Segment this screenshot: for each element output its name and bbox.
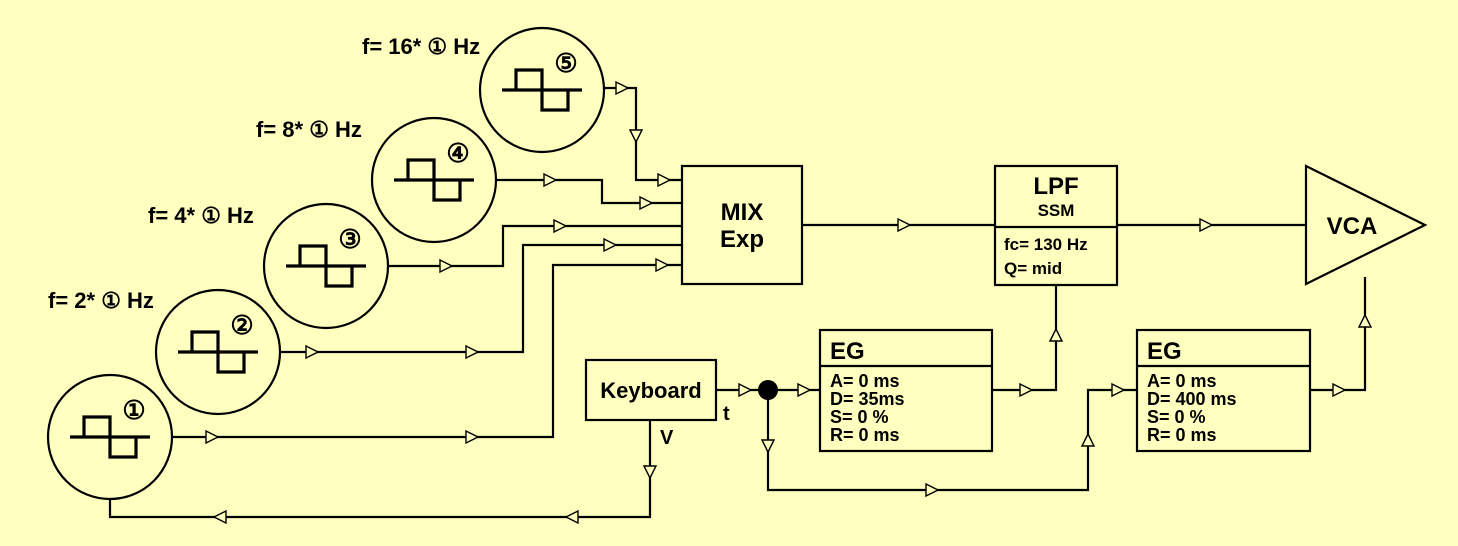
arrow-head bbox=[615, 80, 630, 96]
arrow-head bbox=[738, 382, 753, 398]
oscillator-5: ⑤ bbox=[478, 26, 606, 154]
arrow-head bbox=[205, 429, 220, 445]
arrow-head bbox=[897, 217, 912, 233]
arrow-head bbox=[439, 258, 454, 274]
arrow-head bbox=[628, 129, 644, 144]
arrow-head bbox=[925, 482, 940, 498]
oscillator-number: ③ bbox=[338, 224, 361, 254]
wire-junction-eg2 bbox=[766, 388, 1137, 492]
eg1-release: R= 0 ms bbox=[830, 425, 900, 445]
arrow-head bbox=[657, 172, 672, 188]
vca-block: VCA bbox=[1304, 164, 1428, 286]
arrow-head bbox=[603, 237, 618, 253]
envelope-generator-2: EG A= 0 ms D= 400 ms S= 0 % R= 0 ms bbox=[1135, 328, 1312, 453]
eg1-decay: D= 35ms bbox=[830, 389, 905, 409]
mixer-block: MIX Exp bbox=[680, 164, 804, 286]
filter-title: LPF bbox=[1033, 173, 1078, 200]
oscillator-3: ③ bbox=[262, 202, 390, 330]
freq-label-osc2: f= 2* ① Hz bbox=[48, 288, 154, 313]
eg2-sustain: S= 0 % bbox=[1147, 407, 1206, 427]
arrow-head bbox=[760, 439, 776, 454]
wire-keyboard-pitch bbox=[108, 420, 652, 519]
keyboard-block: Keyboard t V bbox=[584, 358, 730, 449]
arrow-head bbox=[642, 465, 658, 480]
filter-model: SSM bbox=[1038, 201, 1075, 220]
arrow-head bbox=[655, 257, 670, 273]
keyboard-label: Keyboard bbox=[600, 378, 701, 403]
mixer-subtitle: Exp bbox=[720, 226, 764, 253]
oscillator-1: ① bbox=[46, 373, 174, 501]
arrow-head bbox=[543, 172, 558, 188]
arrow-head bbox=[797, 382, 812, 398]
filter-resonance: Q= mid bbox=[1004, 259, 1062, 278]
filter-cutoff: fc= 130 Hz bbox=[1004, 235, 1088, 254]
wire-eg2-vca bbox=[1310, 277, 1367, 392]
arrow-head bbox=[1199, 217, 1214, 233]
arrow-head bbox=[553, 218, 568, 234]
freq-label-osc4: f= 8* ① Hz bbox=[256, 117, 362, 142]
arrow-head bbox=[212, 509, 227, 525]
gate-output-label: t bbox=[723, 403, 730, 425]
eg2-attack: A= 0 ms bbox=[1147, 371, 1217, 391]
arrow-head bbox=[639, 195, 654, 211]
eg1-title: EG bbox=[830, 338, 865, 365]
arrow-head bbox=[564, 509, 579, 525]
arrow-head bbox=[465, 344, 480, 360]
wire-osc2-mix bbox=[280, 243, 682, 354]
oscillator-2: ② bbox=[154, 288, 282, 416]
eg2-decay: D= 400 ms bbox=[1147, 389, 1237, 409]
arrow-head bbox=[465, 429, 480, 445]
oscillator-number: ① bbox=[122, 395, 145, 425]
oscillator-4: ④ bbox=[370, 116, 498, 244]
mixer-title: MIX bbox=[721, 199, 764, 226]
eg2-title: EG bbox=[1147, 338, 1182, 365]
freq-label-osc5: f= 16* ① Hz bbox=[362, 34, 480, 59]
filter-block: LPF SSM fc= 130 Hz Q= mid bbox=[993, 164, 1119, 287]
oscillator-number: ④ bbox=[446, 138, 469, 168]
eg1-sustain: S= 0 % bbox=[830, 407, 889, 427]
wire-eg1-lpf bbox=[992, 285, 1058, 392]
arrow-head bbox=[1080, 432, 1096, 447]
arrow-head bbox=[1357, 313, 1373, 328]
envelope-generator-1: EG A= 0 ms D= 35ms S= 0 % R= 0 ms bbox=[818, 328, 994, 453]
wire-osc1-mix bbox=[172, 263, 682, 439]
arrow-head bbox=[1019, 382, 1034, 398]
eg2-release: R= 0 ms bbox=[1147, 425, 1217, 445]
pitch-output-label: V bbox=[660, 427, 674, 449]
arrow-head bbox=[1332, 382, 1347, 398]
freq-label-osc3: f= 4* ① Hz bbox=[148, 203, 254, 228]
arrow-head bbox=[1048, 327, 1064, 342]
vca-label: VCA bbox=[1327, 213, 1378, 240]
wire-osc4-mix bbox=[496, 178, 682, 205]
wire-osc5-mix bbox=[604, 86, 682, 182]
eg1-attack: A= 0 ms bbox=[830, 371, 900, 391]
arrowheads bbox=[205, 80, 1373, 525]
oscillator-number: ⑤ bbox=[554, 48, 577, 78]
oscillator-number: ② bbox=[230, 310, 253, 340]
arrow-head bbox=[1111, 382, 1126, 398]
arrow-head bbox=[305, 344, 320, 360]
